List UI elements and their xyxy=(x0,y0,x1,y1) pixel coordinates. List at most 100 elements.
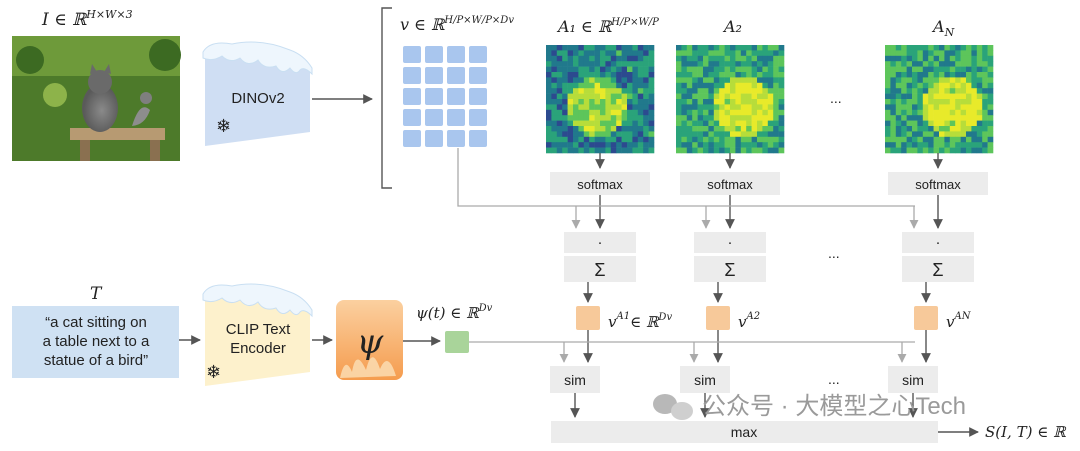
attention-cell xyxy=(567,77,574,84)
attention-cell xyxy=(971,82,978,89)
attention-cell xyxy=(719,50,725,57)
attention-cell xyxy=(912,109,918,116)
attention-cell xyxy=(686,104,693,111)
attention-cell xyxy=(594,50,601,57)
attention-cell xyxy=(556,55,563,62)
attention-cell xyxy=(735,120,742,127)
attention-cell xyxy=(906,131,913,138)
attention-cell xyxy=(708,55,715,62)
attention-cell xyxy=(735,82,742,89)
attention-cell xyxy=(730,115,736,121)
attention-cell xyxy=(955,142,961,148)
attention-cell xyxy=(944,115,951,121)
attention-cell xyxy=(676,55,682,62)
attention-cell xyxy=(686,93,693,100)
attention-cell xyxy=(719,82,725,89)
attention-cell xyxy=(982,82,988,89)
attention-cell xyxy=(944,50,951,57)
attention-cell xyxy=(773,45,779,51)
attention-cell xyxy=(757,99,763,105)
attention-cell xyxy=(551,104,558,111)
attention-cell xyxy=(556,61,563,67)
attention-cell xyxy=(637,126,644,132)
attention-cell xyxy=(637,50,644,57)
attention-cell xyxy=(944,82,951,89)
attention-cell xyxy=(971,136,978,143)
attention-cell xyxy=(703,88,709,94)
attention-cell xyxy=(939,104,945,111)
attention-cell xyxy=(735,50,742,57)
attention-cell xyxy=(928,120,934,127)
attention-cell xyxy=(982,142,988,148)
attention-cell xyxy=(556,88,563,94)
attention-cell xyxy=(681,93,688,100)
attention-cell xyxy=(740,82,747,89)
attention-cell xyxy=(757,45,763,51)
attention-cell xyxy=(713,93,720,100)
attention-cell xyxy=(933,99,940,105)
attention-cell xyxy=(676,115,682,121)
attention-cell xyxy=(757,88,763,94)
attention-cell xyxy=(692,55,698,62)
attention-cell xyxy=(610,93,617,100)
attention-cell xyxy=(724,55,731,62)
attention-cell xyxy=(740,55,747,62)
attention-cell xyxy=(578,126,585,132)
dot-label: · xyxy=(936,234,941,251)
attention-cell xyxy=(955,104,961,111)
attention-cell xyxy=(600,147,606,154)
attention-cell xyxy=(627,82,633,89)
attention-cell xyxy=(562,109,568,116)
attention-cell xyxy=(632,61,639,67)
image-label: I ∈ ℝH×W×3 xyxy=(41,8,133,30)
attention-cell xyxy=(933,50,940,57)
attention-cell xyxy=(773,142,779,148)
text-label: T xyxy=(90,284,103,304)
attention-cell xyxy=(719,45,725,51)
attention-cell xyxy=(583,66,590,73)
attention-cell xyxy=(605,104,612,111)
attention-cell xyxy=(901,115,907,121)
attention-cell xyxy=(960,126,967,132)
attention-cell xyxy=(933,55,940,62)
attention-cell xyxy=(556,66,563,73)
attention-cell xyxy=(740,61,747,67)
attention-cell xyxy=(546,142,552,148)
attention-cell xyxy=(960,61,967,67)
attention-cell xyxy=(556,147,563,154)
attention-cell xyxy=(778,93,785,100)
attention-cell xyxy=(885,120,891,127)
attention-cell xyxy=(708,93,715,100)
attention-cell xyxy=(692,77,698,84)
attention-cell xyxy=(955,109,961,116)
text-input-box: “a cat sitting on a table next to a stat… xyxy=(12,306,179,378)
attention-cell xyxy=(890,55,897,62)
attention-cell xyxy=(632,109,639,116)
attention-cell xyxy=(778,66,785,73)
trainable-fire-icon xyxy=(340,357,396,378)
feature-cell xyxy=(403,46,421,63)
attention-cell xyxy=(583,45,590,51)
attention-cell xyxy=(551,45,558,51)
attention-cell xyxy=(610,109,617,116)
attention-cell xyxy=(767,72,774,78)
attention-cell xyxy=(632,115,639,121)
attention-cell xyxy=(578,104,585,111)
attention-cell xyxy=(939,93,945,100)
attention-cell xyxy=(730,88,736,94)
watermark: 公众号 · 大模型之心Tech xyxy=(653,393,966,420)
attention-cell xyxy=(713,88,720,94)
attention-cell xyxy=(578,66,585,73)
attention-cell xyxy=(895,72,902,78)
attention-cell xyxy=(697,115,704,121)
attention-cell xyxy=(573,147,579,154)
attention-cell xyxy=(589,120,595,127)
attention-cell xyxy=(551,99,558,105)
attention-cell xyxy=(730,142,736,148)
attention-cell xyxy=(982,61,988,67)
attention-cell xyxy=(556,109,563,116)
attention-cell xyxy=(960,99,967,105)
feature-cell xyxy=(425,130,443,147)
attention-cell xyxy=(987,99,994,105)
attention-cell xyxy=(686,82,693,89)
